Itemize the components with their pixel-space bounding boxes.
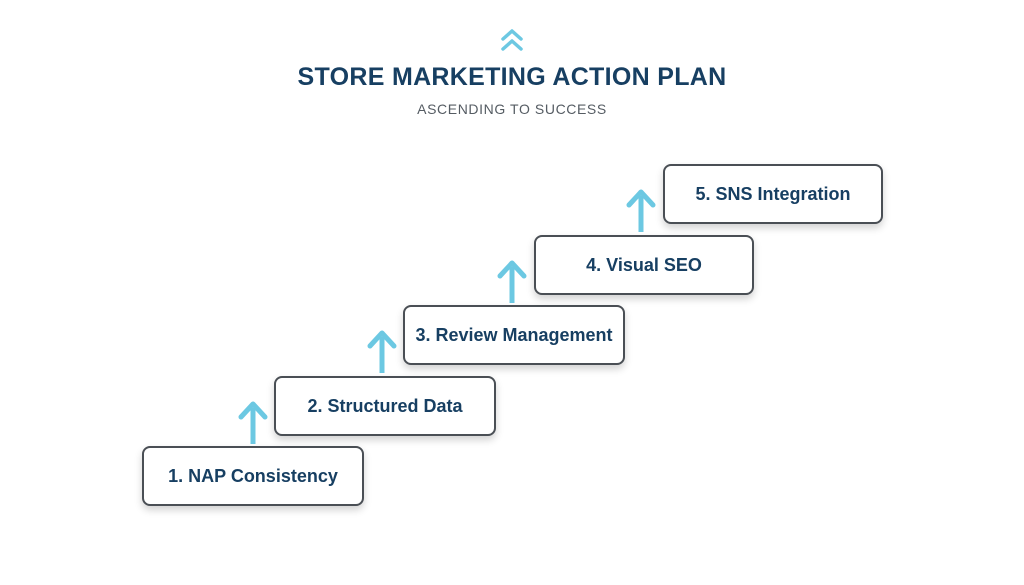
step-4-box: 4. Visual SEO: [534, 235, 754, 295]
arrow-up-icon: [238, 401, 268, 444]
arrow-up-icon: [367, 330, 397, 373]
step-5-box: 5. SNS Integration: [663, 164, 883, 224]
page-title: STORE MARKETING ACTION PLAN: [297, 63, 727, 91]
page-subtitle: ASCENDING TO SUCCESS: [417, 101, 607, 117]
double-chevron-up-icon: [501, 29, 523, 51]
arrow-up-icon: [497, 260, 527, 303]
step-1-box: 1. NAP Consistency: [142, 446, 364, 506]
header: STORE MARKETING ACTION PLAN ASCENDING TO…: [0, 28, 1024, 118]
arrow-up-icon: [626, 189, 656, 232]
step-2-box: 2. Structured Data: [274, 376, 496, 436]
step-3-box: 3. Review Management: [403, 305, 625, 365]
